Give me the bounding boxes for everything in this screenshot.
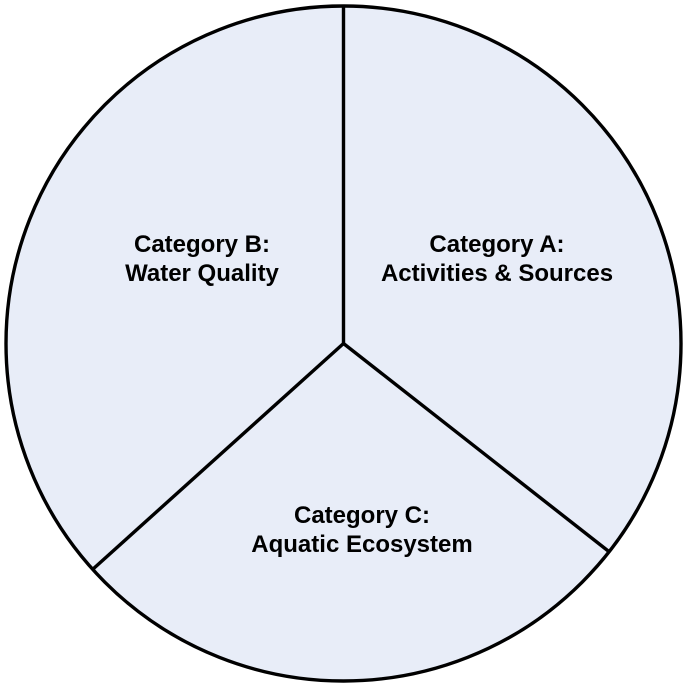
sector-b-label-line1: Category B: xyxy=(134,231,270,258)
sector-a-label-line1: Category A: xyxy=(429,231,564,258)
divider-bottom-left xyxy=(91,342,345,571)
sector-c-label-line2: Aquatic Ecosystem xyxy=(251,531,472,558)
sector-a-label-line2: Activities & Sources xyxy=(381,260,613,287)
divider-bottom-right xyxy=(342,342,611,554)
sector-c-label-line1: Category C: xyxy=(294,502,430,529)
sector-b-label-line2: Water Quality xyxy=(125,260,279,287)
